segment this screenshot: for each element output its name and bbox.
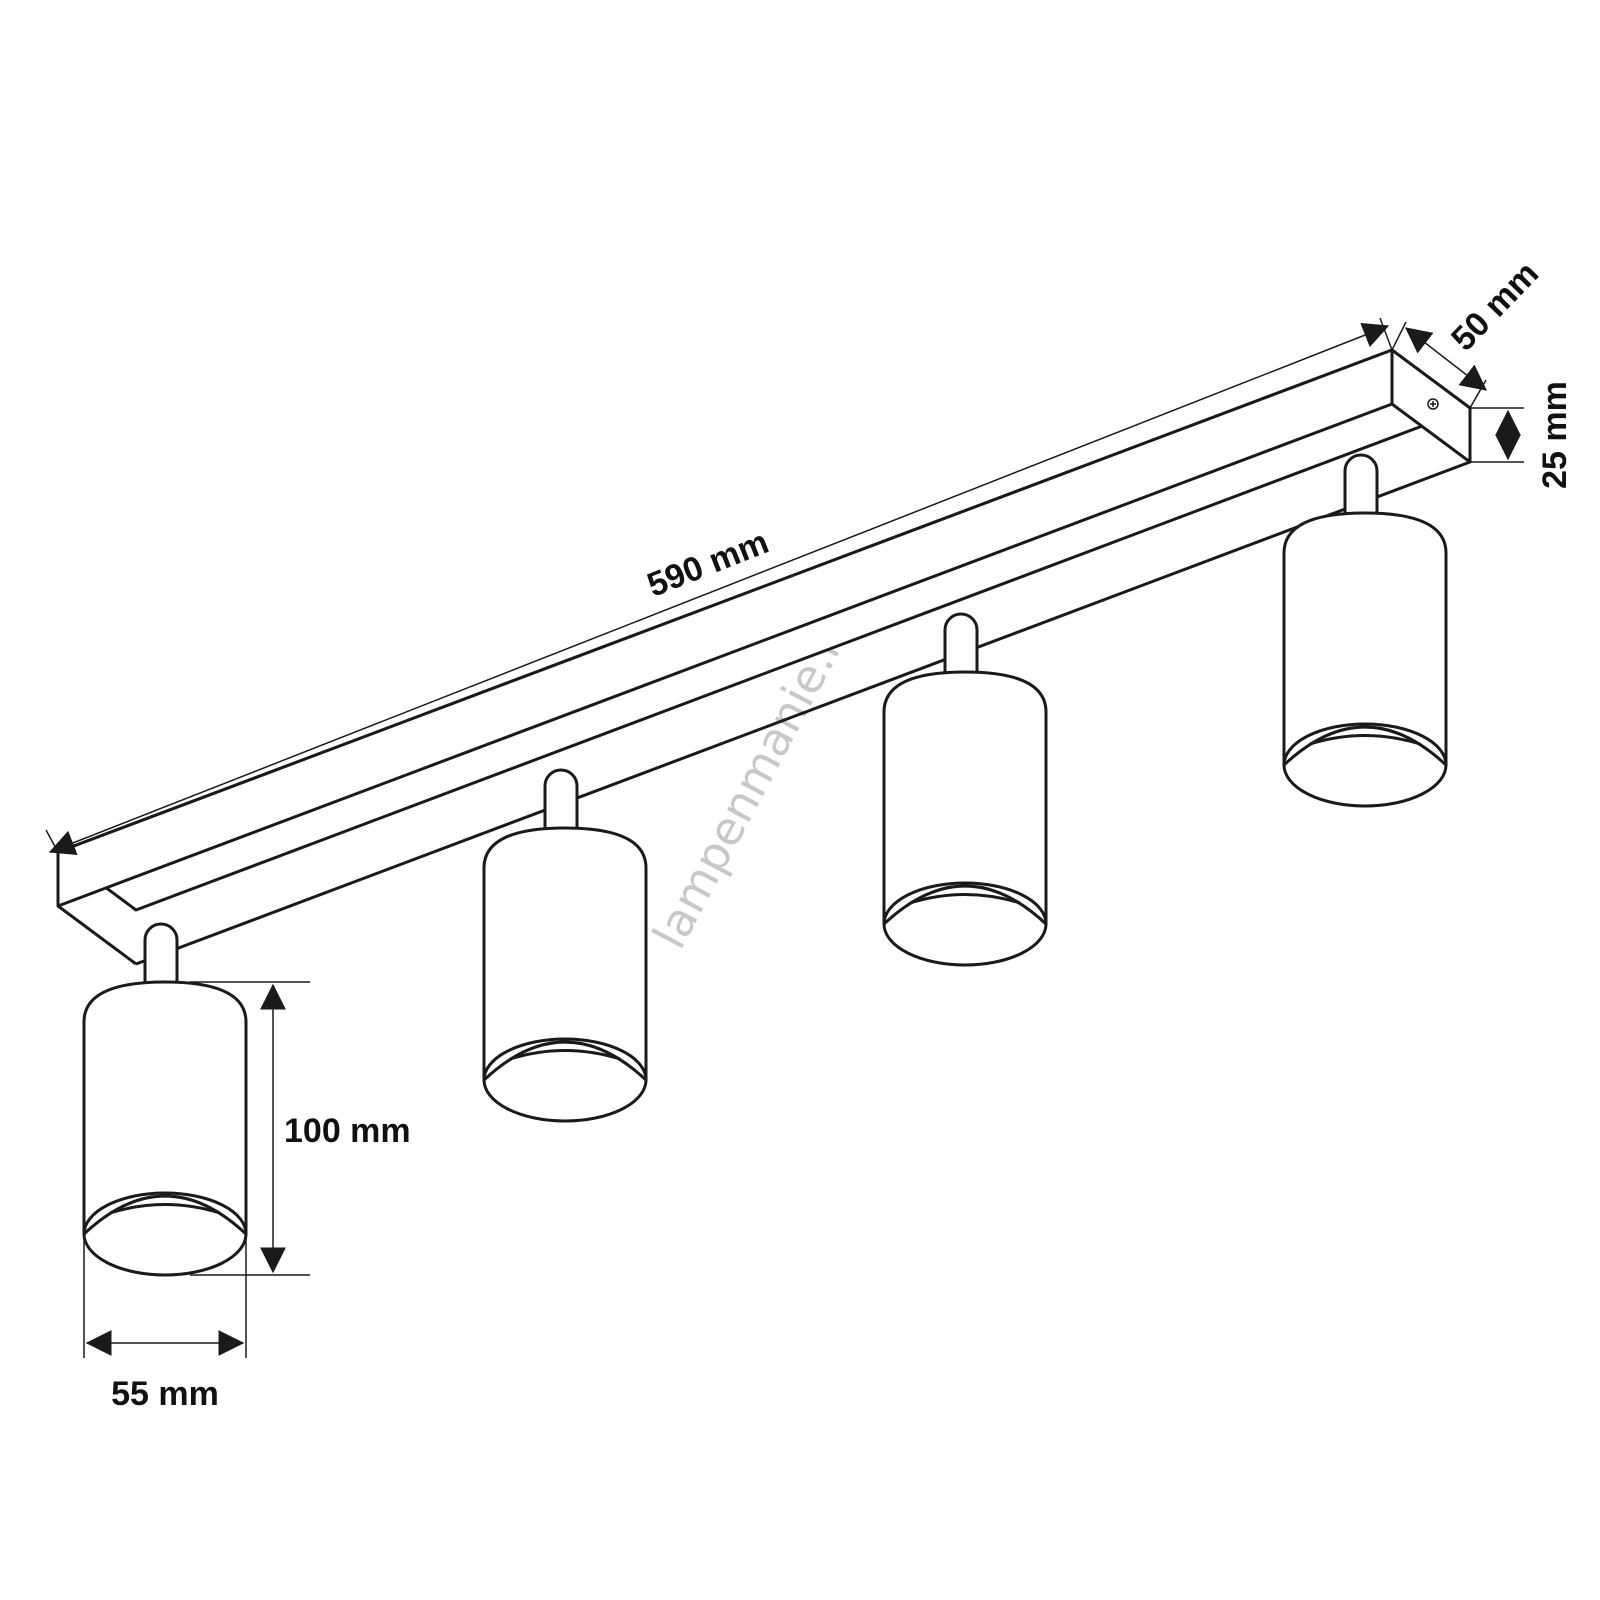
screw-icon xyxy=(1427,398,1439,410)
bar-end-face xyxy=(1390,348,1472,464)
dimension-length xyxy=(45,317,1393,856)
dimension-width-label: 50 mm xyxy=(1444,254,1546,358)
spotlight-1 xyxy=(82,922,248,1277)
spotlight-3 xyxy=(882,612,1048,967)
dimension-spot-diameter xyxy=(83,1234,247,1358)
ceiling-bar xyxy=(56,348,1472,966)
dimension-spot-height-label: 100 mm xyxy=(284,1112,411,1150)
dimension-height-label: 25 mm xyxy=(1536,381,1574,489)
dimension-height xyxy=(1470,407,1524,463)
dimension-width xyxy=(1391,321,1488,409)
spotlight-4 xyxy=(1282,453,1448,808)
dimension-spot-height xyxy=(190,981,310,1276)
dimension-spot-diameter-label: 55 mm xyxy=(111,1375,219,1413)
